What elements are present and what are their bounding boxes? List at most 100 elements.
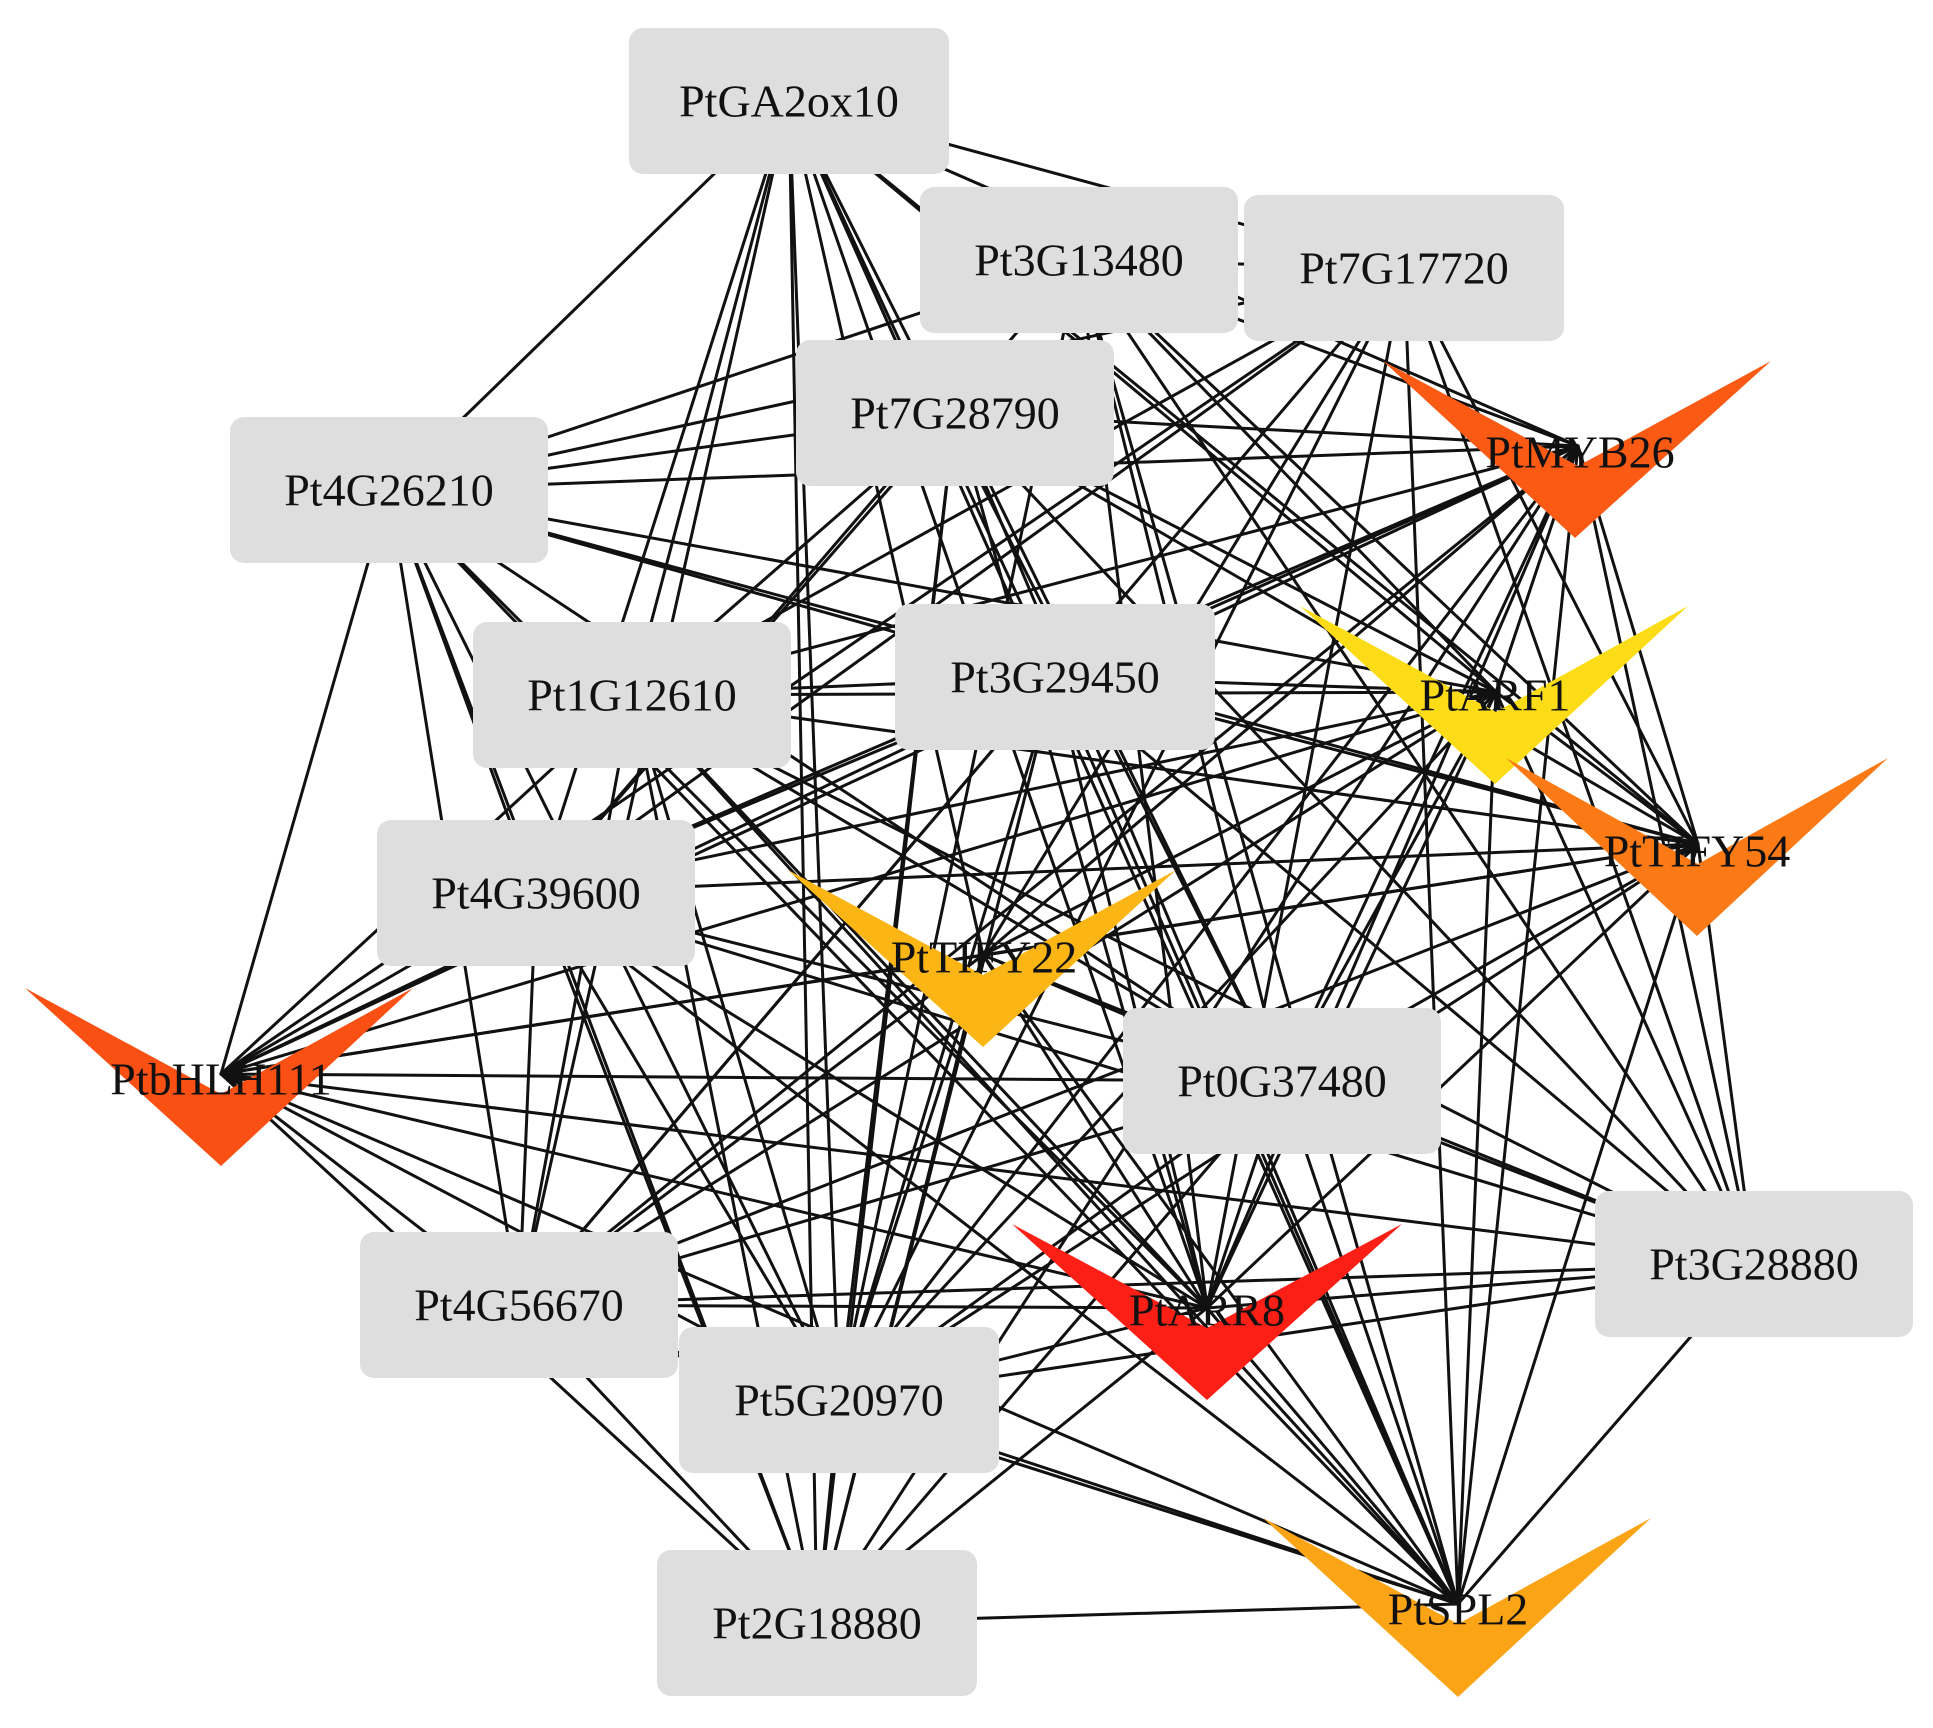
node-box-Pt4G26210: [230, 417, 548, 563]
edge-Pt4G26210-PtbHLH111: [219, 488, 391, 1076]
node-label-PtSPL2: PtSPL2: [1388, 1584, 1529, 1635]
node-box-Pt3G29450: [895, 604, 1215, 750]
edge-Pt3G13480-PtTIFY54: [1077, 258, 1700, 846]
node-box-Pt0G37480: [1123, 1008, 1441, 1154]
node-label-Pt5G20970: Pt5G20970: [734, 1375, 944, 1426]
node-box-Pt7G17720: [1244, 195, 1564, 341]
node-box-Pt7G28790: [796, 340, 1114, 486]
node-PtARR8: PtARR8: [1012, 1224, 1402, 1400]
node-Pt3G29450: Pt3G29450: [895, 604, 1215, 750]
node-Pt4G39600: Pt4G39600: [377, 820, 695, 966]
edge-PtbHLH111-Pt0G37480: [219, 1072, 1284, 1083]
edge-PtTIFY54-PtSPL2: [1456, 842, 1700, 1606]
node-Pt3G28880: Pt3G28880: [1595, 1191, 1913, 1337]
node-Pt2G18880: Pt2G18880: [657, 1550, 977, 1696]
edge-Pt3G28880-Pt4G56670: [517, 1262, 1756, 1307]
edge-Pt7G17720-Pt4G39600: [534, 266, 1406, 895]
node-box-Pt5G20970: [679, 1327, 999, 1473]
node-label-Pt2G18880: Pt2G18880: [712, 1598, 922, 1649]
edge-Pt4G39600-PtARF1: [534, 690, 1498, 895]
node-label-PtTIFY54: PtTIFY54: [1604, 826, 1791, 877]
node-PtMYB26: PtMYB26: [1383, 361, 1771, 538]
node-PtbHLH111: PtbHLH111: [25, 988, 413, 1166]
node-box-Pt1G12610: [473, 622, 791, 768]
edge-Pt7G28790-Pt3G28880: [953, 411, 1756, 1266]
node-Pt0G37480: Pt0G37480: [1123, 1008, 1441, 1154]
edge-PtMYB26-PtARR8: [1205, 444, 1580, 1310]
node-label-PtARF1: PtARF1: [1420, 670, 1571, 721]
edge-Pt0G37480-PtSPL2: [1280, 1079, 1460, 1606]
node-Pt4G56670: Pt4G56670: [360, 1232, 678, 1378]
node-label-Pt7G28790: Pt7G28790: [850, 388, 1060, 439]
node-label-PtbHLH111: PtbHLH111: [110, 1054, 332, 1105]
edge-Pt5G20970-PtMYB26: [837, 444, 1580, 1402]
edge-PtGA2ox10-PtARF1: [787, 99, 1498, 694]
node-box-Pt4G39600: [377, 820, 695, 966]
edge-Pt7G28790-PtARR8: [953, 411, 1209, 1310]
node-label-PtTIFY22: PtTIFY22: [891, 932, 1078, 983]
edge-Pt3G13480-Pt3G28880: [1077, 258, 1756, 1266]
edge-PtbHLH111-PtMYB26: [219, 444, 1580, 1076]
node-label-PtMYB26: PtMYB26: [1485, 427, 1674, 478]
node-Pt7G17720: Pt7G17720: [1244, 195, 1564, 341]
edge-Pt3G29450-Pt5G20970: [837, 675, 1057, 1402]
node-box-Pt3G28880: [1595, 1191, 1913, 1337]
node-Pt4G26210: Pt4G26210: [230, 417, 548, 563]
edge-PtTIFY22-PtMYB26: [981, 444, 1580, 957]
edge-PtbHLH111-PtTIFY54: [219, 842, 1700, 1076]
edge-Pt4G39600-PtTIFY54: [534, 842, 1700, 895]
edge-Pt3G29450-Pt4G56670: [517, 675, 1057, 1307]
edge-PtGA2ox10-Pt0G37480: [787, 99, 1284, 1083]
edge-Pt4G39600-PtSPL2: [534, 891, 1460, 1606]
node-label-Pt7G17720: Pt7G17720: [1299, 243, 1509, 294]
node-label-Pt4G56670: Pt4G56670: [414, 1280, 624, 1331]
node-chevron-PtTIFY54: [1506, 758, 1888, 936]
edge-PtGA2ox10-PtTIFY22: [787, 99, 985, 957]
edge-PtTIFY22-PtARF1: [981, 690, 1498, 957]
node-box-PtGA2ox10: [629, 28, 949, 174]
node-box-Pt4G56670: [360, 1232, 678, 1378]
node-label-Pt0G37480: Pt0G37480: [1177, 1056, 1387, 1107]
edge-PtTIFY54-PtARR8: [1205, 842, 1700, 1310]
node-label-Pt1G12610: Pt1G12610: [527, 670, 737, 721]
node-chevron-PtbHLH111: [25, 988, 413, 1166]
edge-Pt4G39600-Pt5G20970: [534, 891, 841, 1402]
node-Pt5G20970: Pt5G20970: [679, 1327, 999, 1473]
node-label-Pt3G28880: Pt3G28880: [1649, 1239, 1859, 1290]
edge-PtTIFY22-PtARR8: [981, 953, 1209, 1310]
node-PtSPL2: PtSPL2: [1263, 1518, 1651, 1697]
edge-PtARF1-PtSPL2: [1456, 690, 1498, 1606]
edge-Pt3G13480-PtSPL2: [1077, 258, 1460, 1606]
node-label-Pt3G13480: Pt3G13480: [974, 235, 1184, 286]
node-PtTIFY54: PtTIFY54: [1506, 758, 1888, 936]
node-Pt7G28790: Pt7G28790: [796, 340, 1114, 486]
node-label-Pt4G39600: Pt4G39600: [431, 868, 641, 919]
node-label-Pt3G29450: Pt3G29450: [950, 652, 1160, 703]
edge-Pt3G29450-PtARR8: [1053, 675, 1209, 1310]
edge-Pt7G17720-PtSPL2: [1402, 266, 1460, 1606]
edge-Pt0G37480-Pt2G18880: [815, 1079, 1284, 1625]
node-label-Pt4G26210: Pt4G26210: [284, 465, 494, 516]
node-label-PtARR8: PtARR8: [1129, 1285, 1285, 1336]
node-PtGA2ox10: PtGA2ox10: [629, 28, 949, 174]
node-PtARF1: PtARF1: [1300, 606, 1688, 784]
edge-PtGA2ox10-Pt5G20970: [787, 99, 841, 1402]
node-chevron-PtTIFY22: [788, 870, 1176, 1047]
edge-Pt4G56670-PtMYB26: [517, 444, 1580, 1307]
edge-PtMYB26-PtSPL2: [1456, 444, 1580, 1606]
node-chevron-PtSPL2: [1263, 1518, 1651, 1697]
edge-Pt4G56670-PtTIFY54: [517, 842, 1700, 1307]
edge-PtTIFY22-Pt2G18880: [815, 953, 985, 1625]
node-box-Pt3G13480: [920, 187, 1238, 333]
node-box-Pt2G18880: [657, 1550, 977, 1696]
node-label-PtGA2ox10: PtGA2ox10: [679, 76, 899, 127]
node-Pt1G12610: Pt1G12610: [473, 622, 791, 768]
edge-Pt4G26210-PtARF1: [387, 488, 1498, 694]
edge-PtGA2ox10-Pt1G12610: [630, 99, 791, 697]
node-chevron-PtMYB26: [1383, 361, 1771, 538]
node-chevron-PtARR8: [1012, 1224, 1402, 1400]
node-PtTIFY22: PtTIFY22: [788, 870, 1176, 1047]
node-chevron-PtARF1: [1300, 606, 1688, 784]
